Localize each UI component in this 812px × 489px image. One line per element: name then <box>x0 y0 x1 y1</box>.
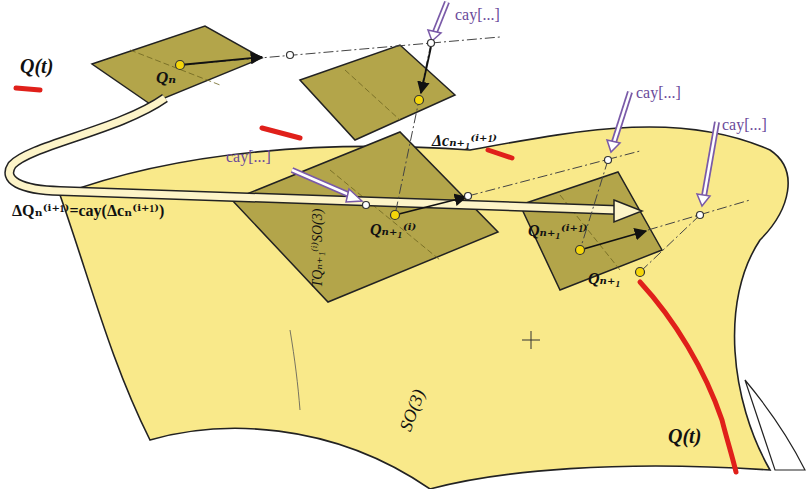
point-label: Qₙ₊₁⁽ⁱ⁺¹⁾ <box>528 222 588 240</box>
map-label: cay[...] <box>226 148 271 166</box>
rotation-point <box>176 61 645 277</box>
surface-line <box>290 330 300 410</box>
formula-label: ΔQₙ⁽ⁱ⁺¹⁾=cay(Δcₙ⁽ⁱ⁺¹⁾) <box>12 202 164 220</box>
map-label: cay[...] <box>722 116 767 134</box>
surface-fold <box>745 380 805 470</box>
point-label: Qₙ₊₁⁽ⁱ⁾ <box>370 221 416 239</box>
curve-label: Q(t) <box>668 425 701 448</box>
so3-surface <box>60 127 788 489</box>
tangent-plane <box>92 26 662 302</box>
cay-arrow <box>292 2 717 206</box>
increment-label: Δcₙ₊₁⁽ⁱ⁺¹⁾ <box>432 132 497 150</box>
surface-mark <box>522 331 540 349</box>
update-band-arrow <box>9 98 642 222</box>
intersection-point <box>287 40 704 219</box>
curve-label: Q(t) <box>20 55 53 78</box>
map-label: cay[...] <box>636 84 681 102</box>
trajectory-curve <box>16 88 736 472</box>
tangent-space-label: TQₙ₊₁⁽ⁱ⁾SO(3) <box>310 209 326 288</box>
point-label: Qₙ₊₁ <box>588 270 621 288</box>
step-arrow <box>180 47 646 250</box>
construction-line <box>180 37 750 272</box>
map-label: cay[...] <box>455 6 500 24</box>
point-label: Qₙ <box>156 68 176 88</box>
plane-guide <box>130 50 620 270</box>
